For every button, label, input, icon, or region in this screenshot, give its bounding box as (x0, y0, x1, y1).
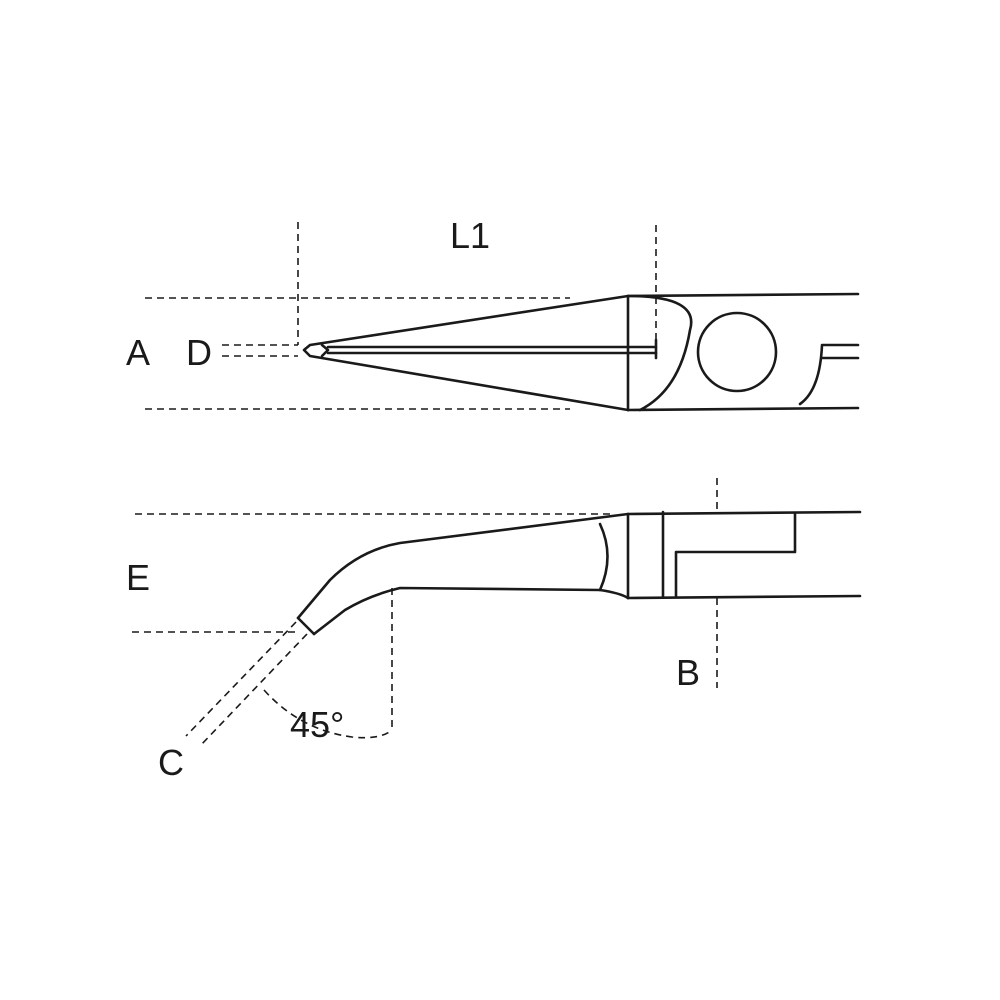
jaw-split-line (326, 345, 658, 355)
pivot-rivet (696, 311, 778, 393)
handle-joint-curve (798, 343, 860, 406)
head-outline (626, 292, 860, 412)
label-angle: 45° (290, 704, 344, 745)
bent-jaw-neck (598, 522, 609, 592)
label-l1: L1 (450, 215, 490, 256)
bent-jaw-upper-edge (296, 512, 630, 620)
bent-jaw-lower-edge (312, 586, 630, 636)
jaw-tip-detail (320, 343, 330, 358)
label-d: D (186, 332, 212, 373)
dim-c-line-inner (199, 633, 308, 747)
head-curve (626, 294, 693, 412)
label-e: E (126, 557, 150, 598)
dim-angle-arc (263, 689, 393, 739)
head-side-step (661, 510, 797, 598)
side-view: E B C 45° (126, 478, 862, 783)
label-b: B (676, 652, 700, 693)
jaw-outline-top-view (302, 294, 630, 412)
dim-c-line-outer (185, 621, 297, 737)
label-c: C (158, 742, 184, 783)
head-side-outline (626, 510, 862, 600)
label-a: A (126, 332, 150, 373)
bent-jaw-tip (296, 616, 316, 636)
top-view: L1 A D (126, 215, 860, 412)
